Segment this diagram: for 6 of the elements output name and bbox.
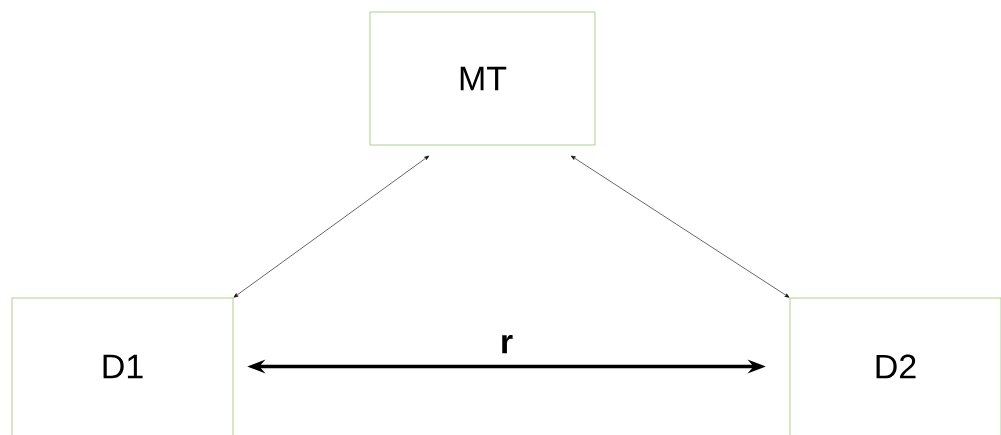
box: D2 (789, 297, 1001, 435)
box: D1 (11, 297, 234, 435)
box: MT (369, 11, 596, 146)
arrow (233, 155, 430, 298)
arrow (570, 155, 790, 298)
edge-label: r (502, 334, 513, 354)
